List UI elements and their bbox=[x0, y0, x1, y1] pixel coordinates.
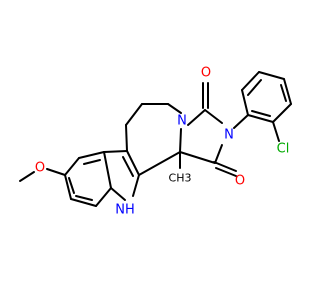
bond bbox=[75, 195, 93, 201]
bond bbox=[251, 110, 271, 117]
bond bbox=[213, 161, 237, 172]
bond bbox=[283, 78, 292, 105]
bond bbox=[19, 171, 35, 182]
bond bbox=[247, 114, 274, 123]
bond bbox=[83, 159, 101, 165]
cl-label: Cl bbox=[277, 142, 290, 157]
o-methoxy-label: O bbox=[35, 161, 45, 176]
bond bbox=[110, 187, 126, 201]
o-bottom-label: O bbox=[235, 174, 245, 189]
bond bbox=[126, 150, 140, 176]
bond bbox=[95, 187, 112, 207]
bond bbox=[167, 103, 182, 114]
bond bbox=[215, 167, 237, 177]
bond bbox=[46, 168, 66, 176]
bond-layer bbox=[19, 71, 292, 207]
bond bbox=[258, 71, 285, 80]
bond bbox=[64, 157, 80, 176]
bond bbox=[132, 174, 140, 197]
bond bbox=[138, 151, 181, 176]
bond bbox=[179, 151, 216, 164]
bond bbox=[179, 128, 182, 153]
bond bbox=[68, 177, 75, 194]
bond bbox=[122, 156, 134, 177]
bond bbox=[125, 103, 143, 126]
atom-label-layer: NH N N O O O Cl CH3 bbox=[35, 66, 289, 218]
bond bbox=[214, 144, 223, 164]
nh-label: NH bbox=[115, 203, 135, 218]
bond bbox=[78, 151, 105, 159]
bond bbox=[70, 198, 97, 207]
n-upper-label: N bbox=[177, 114, 187, 129]
bond bbox=[280, 84, 287, 102]
bond bbox=[103, 151, 112, 189]
bond bbox=[247, 79, 262, 96]
bond bbox=[204, 109, 223, 124]
bond bbox=[125, 124, 128, 152]
bond bbox=[241, 89, 249, 116]
molecule-diagram: NH N N O O O Cl CH3 bbox=[19, 66, 292, 218]
bond bbox=[187, 109, 206, 126]
bond bbox=[233, 114, 249, 129]
bond bbox=[64, 174, 72, 200]
o-top-label: O bbox=[201, 66, 211, 81]
bond bbox=[241, 71, 260, 91]
bond bbox=[272, 103, 292, 123]
methyl-label: CH3 bbox=[169, 172, 192, 185]
n-lower-label: N bbox=[224, 128, 234, 143]
bond bbox=[103, 150, 128, 153]
structure-canvas: NH N N O O O Cl CH3 bbox=[19, 66, 292, 218]
bond bbox=[272, 121, 280, 142]
